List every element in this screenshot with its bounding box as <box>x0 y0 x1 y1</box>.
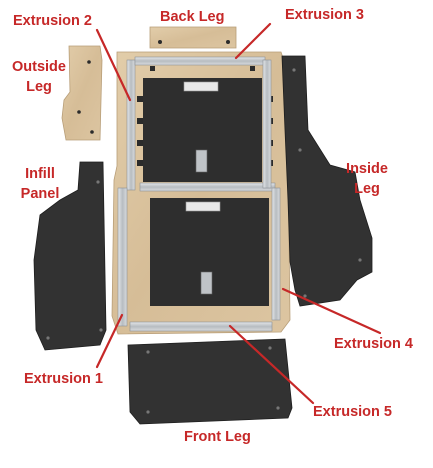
extrusion-1-leader <box>95 313 124 369</box>
front-leg-label: Front Leg <box>184 429 251 445</box>
base-board <box>111 51 291 335</box>
extrusion-3-label: Extrusion 3 <box>285 7 364 23</box>
extrusion-4-label: Extrusion 4 <box>334 336 413 352</box>
extrusion-3-leader <box>234 22 272 60</box>
extrusion-1-part <box>117 187 128 327</box>
outside-leg-part <box>61 45 103 141</box>
upper-hinge <box>183 81 219 92</box>
upper-latch <box>195 149 208 173</box>
inside-leg-part <box>281 55 373 307</box>
extrusion-2-part <box>126 59 136 191</box>
extrusion-4-part <box>271 187 281 321</box>
front-leg-part <box>127 338 293 425</box>
back-leg-label: Back Leg <box>160 9 225 25</box>
outside-leg-label: Outside Leg <box>12 59 66 95</box>
infill-panel-label: Infill Panel <box>20 166 60 202</box>
infill-panel-part <box>33 161 107 351</box>
extrusion-2-label: Extrusion 2 <box>13 13 92 29</box>
inside-leg-label: Inside Leg <box>346 161 388 197</box>
lower-hinge <box>185 201 221 212</box>
lower-latch <box>200 271 213 295</box>
back-leg-part <box>149 26 237 49</box>
center-extrusion-part <box>139 182 276 192</box>
extrusion-1-label: Extrusion 1 <box>24 371 103 387</box>
extrusion-5-label: Extrusion 5 <box>313 404 392 420</box>
extrusion-5-leader <box>228 324 315 405</box>
extrusion-3-part <box>134 56 266 66</box>
extrusion-4-leader <box>281 287 382 335</box>
extrusion-5-part <box>129 321 273 332</box>
extrusion-2-leader <box>95 28 132 102</box>
right-upper-extrusion-part <box>262 59 272 189</box>
